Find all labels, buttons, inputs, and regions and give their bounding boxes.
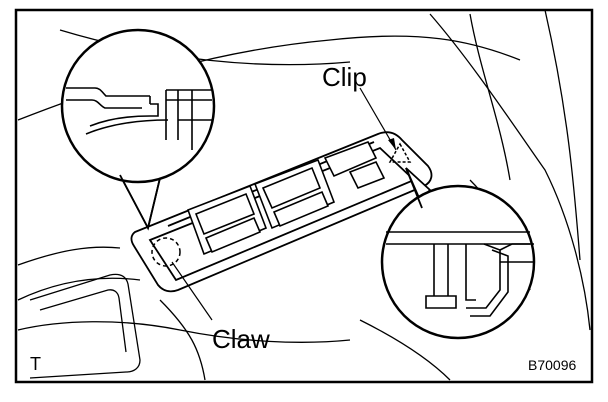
clip-leader-arrow [388, 138, 396, 150]
clip-marker [388, 142, 412, 163]
figure-code: B70096 [528, 357, 576, 373]
corner-mark: T [30, 354, 41, 374]
switch-buttons [186, 140, 386, 256]
outer-border [14, 8, 594, 384]
claw-label: Claw [212, 324, 270, 354]
clip-label: Clip [322, 62, 367, 92]
claw-marker [151, 237, 181, 267]
clip-detail-callout [380, 167, 536, 340]
claw-detail-callout [60, 28, 216, 231]
